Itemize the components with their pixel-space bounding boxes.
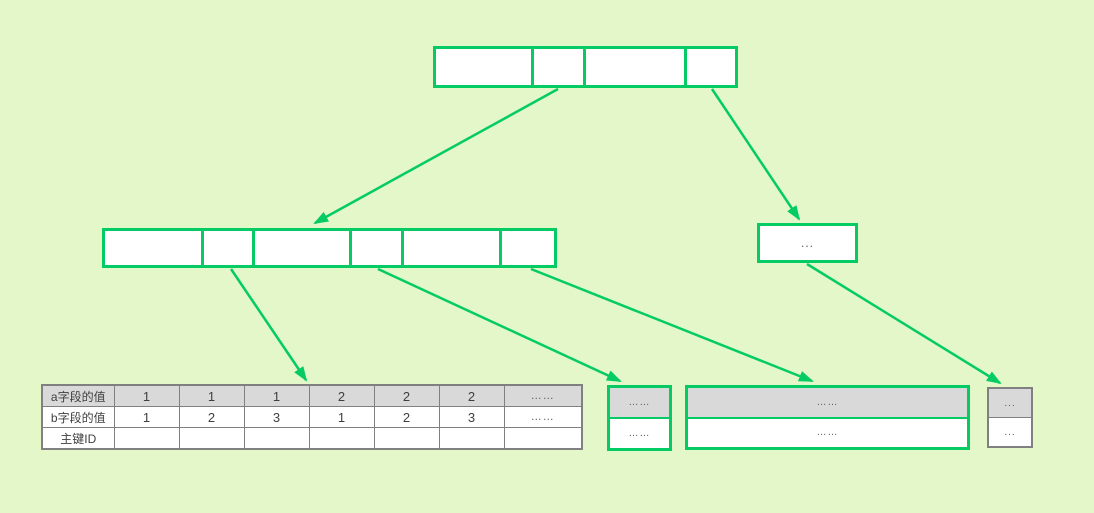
leaf-node-small-body: …… <box>610 419 669 448</box>
root-node-cell <box>683 49 735 85</box>
table-cell: 2 <box>373 406 440 428</box>
table-row-b-field: b字段的值 1 2 3 1 2 3 …… <box>41 406 583 428</box>
arrow-internal-to-table <box>229 268 308 382</box>
root-node-cell <box>582 49 684 85</box>
table-cell: 2 <box>373 384 440 407</box>
table-cell: 2 <box>308 384 375 407</box>
internal-node-cell <box>201 231 253 265</box>
row-label: a字段的值 <box>41 384 115 407</box>
row-label: b字段的值 <box>41 406 115 428</box>
table-cell <box>503 427 583 450</box>
table-row-a-field: a字段的值 1 1 1 2 2 2 …… <box>41 384 583 407</box>
leaf-node-right: ... ... <box>987 387 1033 448</box>
internal-node-cell <box>498 231 555 265</box>
leaf-node-right-header: ... <box>989 389 1031 418</box>
internal-node-cell <box>401 231 499 265</box>
table-cell <box>438 427 505 450</box>
leaf-node-wide-body: …… <box>688 418 967 447</box>
leaf-node-small: …… …… <box>607 385 672 451</box>
arrow-right-to-leaf-right <box>806 262 1002 385</box>
internal-node-cell <box>349 231 402 265</box>
internal-node-cell <box>105 231 202 265</box>
leaf-data-table: a字段的值 1 1 1 2 2 2 …… b字段的值 1 2 3 1 2 3 …… <box>41 384 583 450</box>
leaf-node-small-header: …… <box>610 388 669 419</box>
leaf-node-right-body: ... <box>989 418 1031 446</box>
arrow-internal-to-leaf-wide <box>530 267 814 383</box>
table-cell: 1 <box>113 384 180 407</box>
table-cell: 3 <box>243 406 310 428</box>
internal-node-right-label: ... <box>800 236 814 250</box>
root-node <box>433 46 738 88</box>
root-node-cell <box>531 49 583 85</box>
internal-node-left <box>102 228 557 268</box>
table-cell: 1 <box>308 406 375 428</box>
arrow-internal-to-leaf-small <box>377 267 622 383</box>
table-row-primary-key: 主键ID <box>41 427 583 450</box>
table-cell: …… <box>503 406 583 428</box>
arrow-root-to-internal-left <box>313 87 559 225</box>
internal-node-right: ... <box>757 223 858 263</box>
table-cell <box>178 427 245 450</box>
table-cell <box>373 427 440 450</box>
table-cell <box>113 427 180 450</box>
table-cell: 3 <box>438 406 505 428</box>
table-cell: 2 <box>438 384 505 407</box>
internal-node-cell <box>252 231 350 265</box>
table-cell: …… <box>503 384 583 407</box>
leaf-node-wide: …… …… <box>685 385 970 450</box>
leaf-node-wide-header: …… <box>688 388 967 419</box>
table-cell: 2 <box>178 406 245 428</box>
table-cell: 1 <box>113 406 180 428</box>
arrow-root-to-internal-right <box>710 88 801 221</box>
table-cell <box>243 427 310 450</box>
row-label: 主键ID <box>41 427 115 450</box>
table-cell <box>308 427 375 450</box>
table-cell: 1 <box>178 384 245 407</box>
root-node-cell <box>436 49 532 85</box>
table-cell: 1 <box>243 384 310 407</box>
